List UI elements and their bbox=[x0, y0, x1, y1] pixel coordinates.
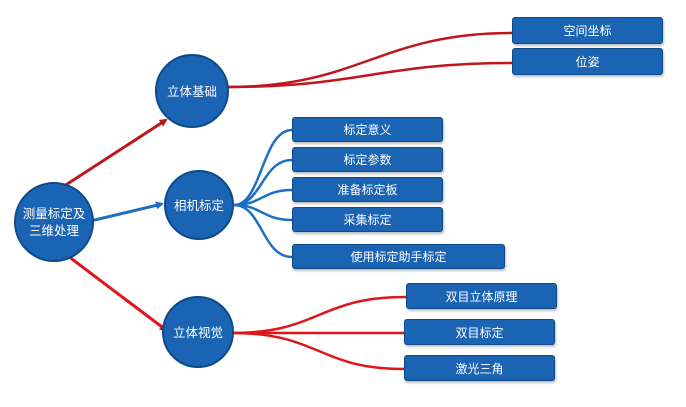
link-calibration-to-assistant bbox=[233, 203, 293, 259]
leaf-laser-triangulation: 激光三角 bbox=[404, 355, 555, 381]
leaf-spatial-coordinate: 空间坐标 bbox=[512, 17, 663, 44]
link-vision-to-laser bbox=[231, 331, 405, 371]
link-vision-to-principle bbox=[231, 295, 407, 335]
leaf-calibration-assistant: 使用标定助手标定 bbox=[292, 244, 505, 269]
branch-node-camera-calibration: 相机标定 bbox=[164, 170, 234, 240]
link-root-to-vision bbox=[59, 248, 168, 332]
leaf-capture-calibration: 采集标定 bbox=[292, 207, 443, 232]
link-root-to-calibration bbox=[81, 201, 164, 225]
link-basics-to-coordinate bbox=[227, 31, 513, 89]
leaf-calibration-parameters: 标定参数 bbox=[292, 147, 443, 172]
link-calibration-to-meaning bbox=[233, 128, 293, 207]
leaf-binocular-principle: 双目立体原理 bbox=[406, 283, 557, 309]
root-node: 测量标定及 三维处理 bbox=[14, 182, 94, 262]
link-root-to-basics bbox=[57, 118, 168, 192]
branch-node-stereo-vision: 立体视觉 bbox=[162, 296, 234, 368]
leaf-binocular-calibration: 双目标定 bbox=[404, 319, 555, 345]
leaf-calibration-meaning: 标定意义 bbox=[292, 117, 443, 142]
link-basics-to-pose bbox=[227, 61, 513, 89]
leaf-pose: 位姿 bbox=[512, 48, 663, 75]
leaf-prepare-calibration-board: 准备标定板 bbox=[292, 177, 443, 202]
branch-node-stereo-basics: 立体基础 bbox=[155, 54, 229, 128]
